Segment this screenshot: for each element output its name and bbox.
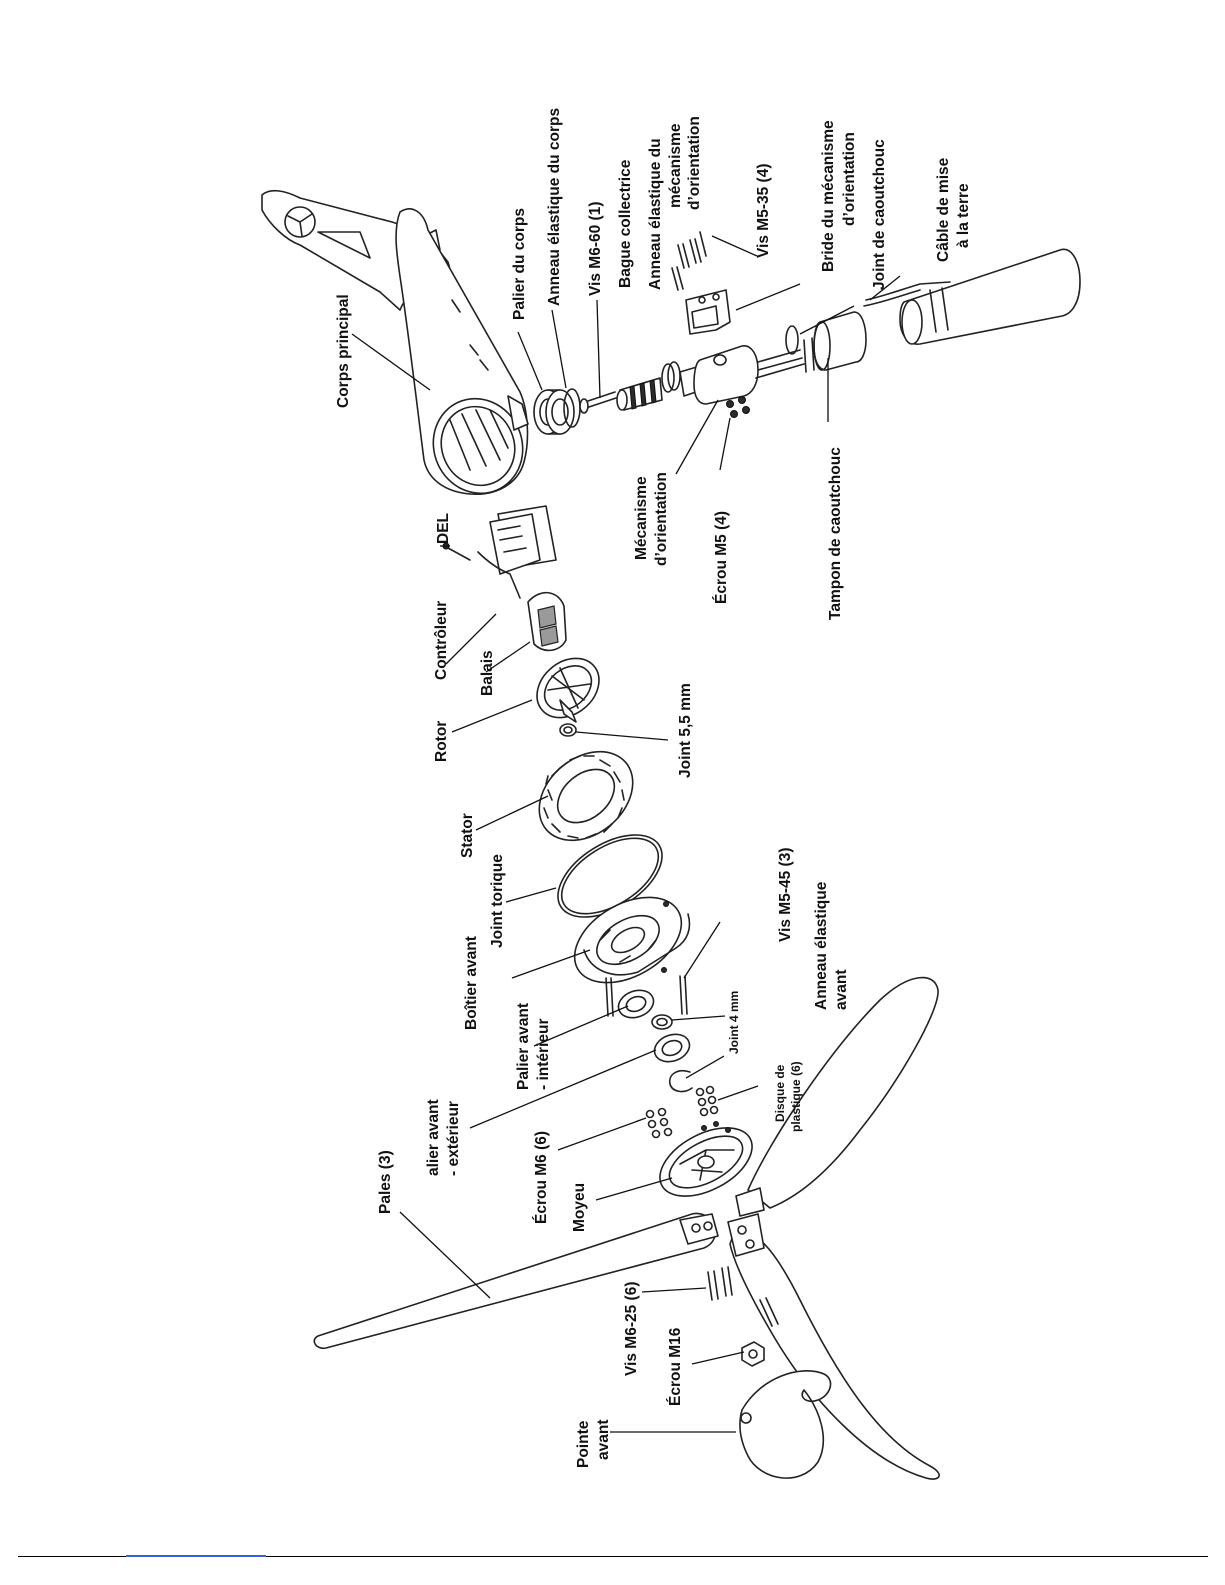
label-balais: Balais <box>479 650 496 696</box>
slip-ring-drawing <box>616 377 663 411</box>
label-vis-m5-35: Vis M5-35 (4) <box>755 164 772 258</box>
label-mecanisme-orientation-1: Mécanisme <box>633 476 650 560</box>
label-ecrou-m16: Écrou M16 <box>667 1327 684 1406</box>
label-bride-mecanisme-1: Bride du mécanisme <box>820 120 837 272</box>
label-palier-avant-interieur-2: - intérieur <box>535 1019 552 1090</box>
yaw-flange-drawing <box>685 289 731 335</box>
label-bride-mecanisme-2: d’orientation <box>841 132 858 226</box>
footer-link-underline <box>126 1555 266 1557</box>
hub-drawing <box>659 1121 753 1197</box>
brushes-drawing <box>527 591 567 652</box>
rotor-drawing <box>536 657 600 723</box>
main-body-drawing <box>261 189 529 495</box>
nuts-m5-drawing <box>726 396 750 418</box>
label-corps-principal: Corps principal <box>335 294 352 408</box>
label-vis-m6-60: Vis M6-60 (1) <box>587 202 604 296</box>
plastic-discs-drawing <box>695 1085 719 1117</box>
label-palier-du-corps: Palier du corps <box>511 208 528 320</box>
label-anneau-elastique-du-corps: Anneau élastique du corps <box>546 108 563 306</box>
label-mecanisme-orientation-2: d’orientation <box>653 472 670 566</box>
screws-m6-25-drawing <box>707 1266 779 1327</box>
nut-m16-drawing <box>741 1341 765 1367</box>
label-anneau-elastique-mecanisme-2: mécanisme <box>667 123 684 208</box>
label-ecrou-m5: Écrou M5 (4) <box>713 511 730 604</box>
label-anneau-elastique-mecanisme-1: Anneau élastique du <box>647 138 664 290</box>
label-boitier-avant: Boîtier avant <box>463 936 480 1030</box>
label-bague-collectrice: Bague collectrice <box>617 159 634 288</box>
label-disque-de-plastique-1: Disque de <box>773 1064 787 1122</box>
label-joint-torique: Joint torique <box>489 854 506 948</box>
screw-m6-60-drawing <box>579 391 617 414</box>
label-rotor: Rotor <box>433 721 450 762</box>
label-pointe-avant-2: avant <box>595 1420 612 1461</box>
front-housing-drawing <box>573 896 691 984</box>
label-pales: Pales (3) <box>377 1150 394 1214</box>
label-disque-de-plastique-2: plastique (6) <box>789 1061 803 1132</box>
blades-drawing <box>313 976 940 1480</box>
label-del: DEL <box>435 513 452 544</box>
label-pointe-avant-1: Pointe <box>575 1420 592 1468</box>
label-anneau-elastique-avant-2: avant <box>833 970 850 1011</box>
stator-drawing <box>538 750 634 842</box>
label-joint-5-5-mm: Joint 5,5 mm <box>677 683 694 778</box>
label-stator: Stator <box>459 813 476 858</box>
label-vis-m6-25: Vis M6-25 (6) <box>623 1282 640 1376</box>
front-outer-bearing-drawing <box>653 1033 691 1063</box>
label-palier-avant-exterieur-2: - extérieur <box>445 1101 462 1176</box>
label-vis-m5-45: Vis M5-45 (3) <box>777 848 794 942</box>
nuts-m6-drawing <box>645 1107 673 1139</box>
controller-drawing <box>442 505 557 599</box>
label-cable-de-mise-1: Câble de mise <box>935 157 952 262</box>
yaw-mechanism-drawing <box>679 337 815 405</box>
label-anneau-elastique-mecanisme-3: d’orientation <box>686 116 703 210</box>
label-moyeu: Moyeu <box>571 1183 588 1232</box>
label-joint-4-mm: Joint 4 mm <box>727 991 741 1054</box>
joint-5-5-drawing <box>559 723 577 737</box>
labels: Corps principal Palier du corps Anneau é… <box>335 108 972 1468</box>
front-inner-bearing-drawing <box>617 989 655 1019</box>
label-palier-avant-interieur-1: Palier avant <box>515 1003 532 1090</box>
label-joint-de-caoutchouc: Joint de caoutchouc <box>871 139 888 290</box>
rubber-pad-drawing <box>813 311 867 371</box>
label-palier-avant-exterieur-1: alier avant <box>425 1099 442 1176</box>
rubber-joint-drawing <box>785 325 799 355</box>
footer-rule <box>18 1556 1208 1557</box>
label-tampon-de-caoutchouc: Tampon de caoutchouc <box>827 447 844 620</box>
leader-lines <box>351 235 901 1433</box>
label-controleur: Contrôleur <box>433 601 450 680</box>
joint-4-drawing <box>651 1014 673 1030</box>
label-anneau-elastique-avant-1: Anneau élastique <box>813 881 830 1010</box>
body-bearing-drawing <box>533 389 575 435</box>
label-cable-de-mise-2: à la terre <box>955 183 972 248</box>
label-ecrou-m6: Écrou M6 (6) <box>533 1131 550 1224</box>
nose-cone-drawing <box>739 1370 832 1479</box>
screws-m5-35-drawing <box>671 231 707 291</box>
front-circlip-drawing <box>668 1069 693 1093</box>
yaw-circlip-drawing <box>661 361 681 393</box>
tower-pipe-drawing <box>863 248 1081 345</box>
screws-m5-45-drawing <box>605 975 688 1017</box>
